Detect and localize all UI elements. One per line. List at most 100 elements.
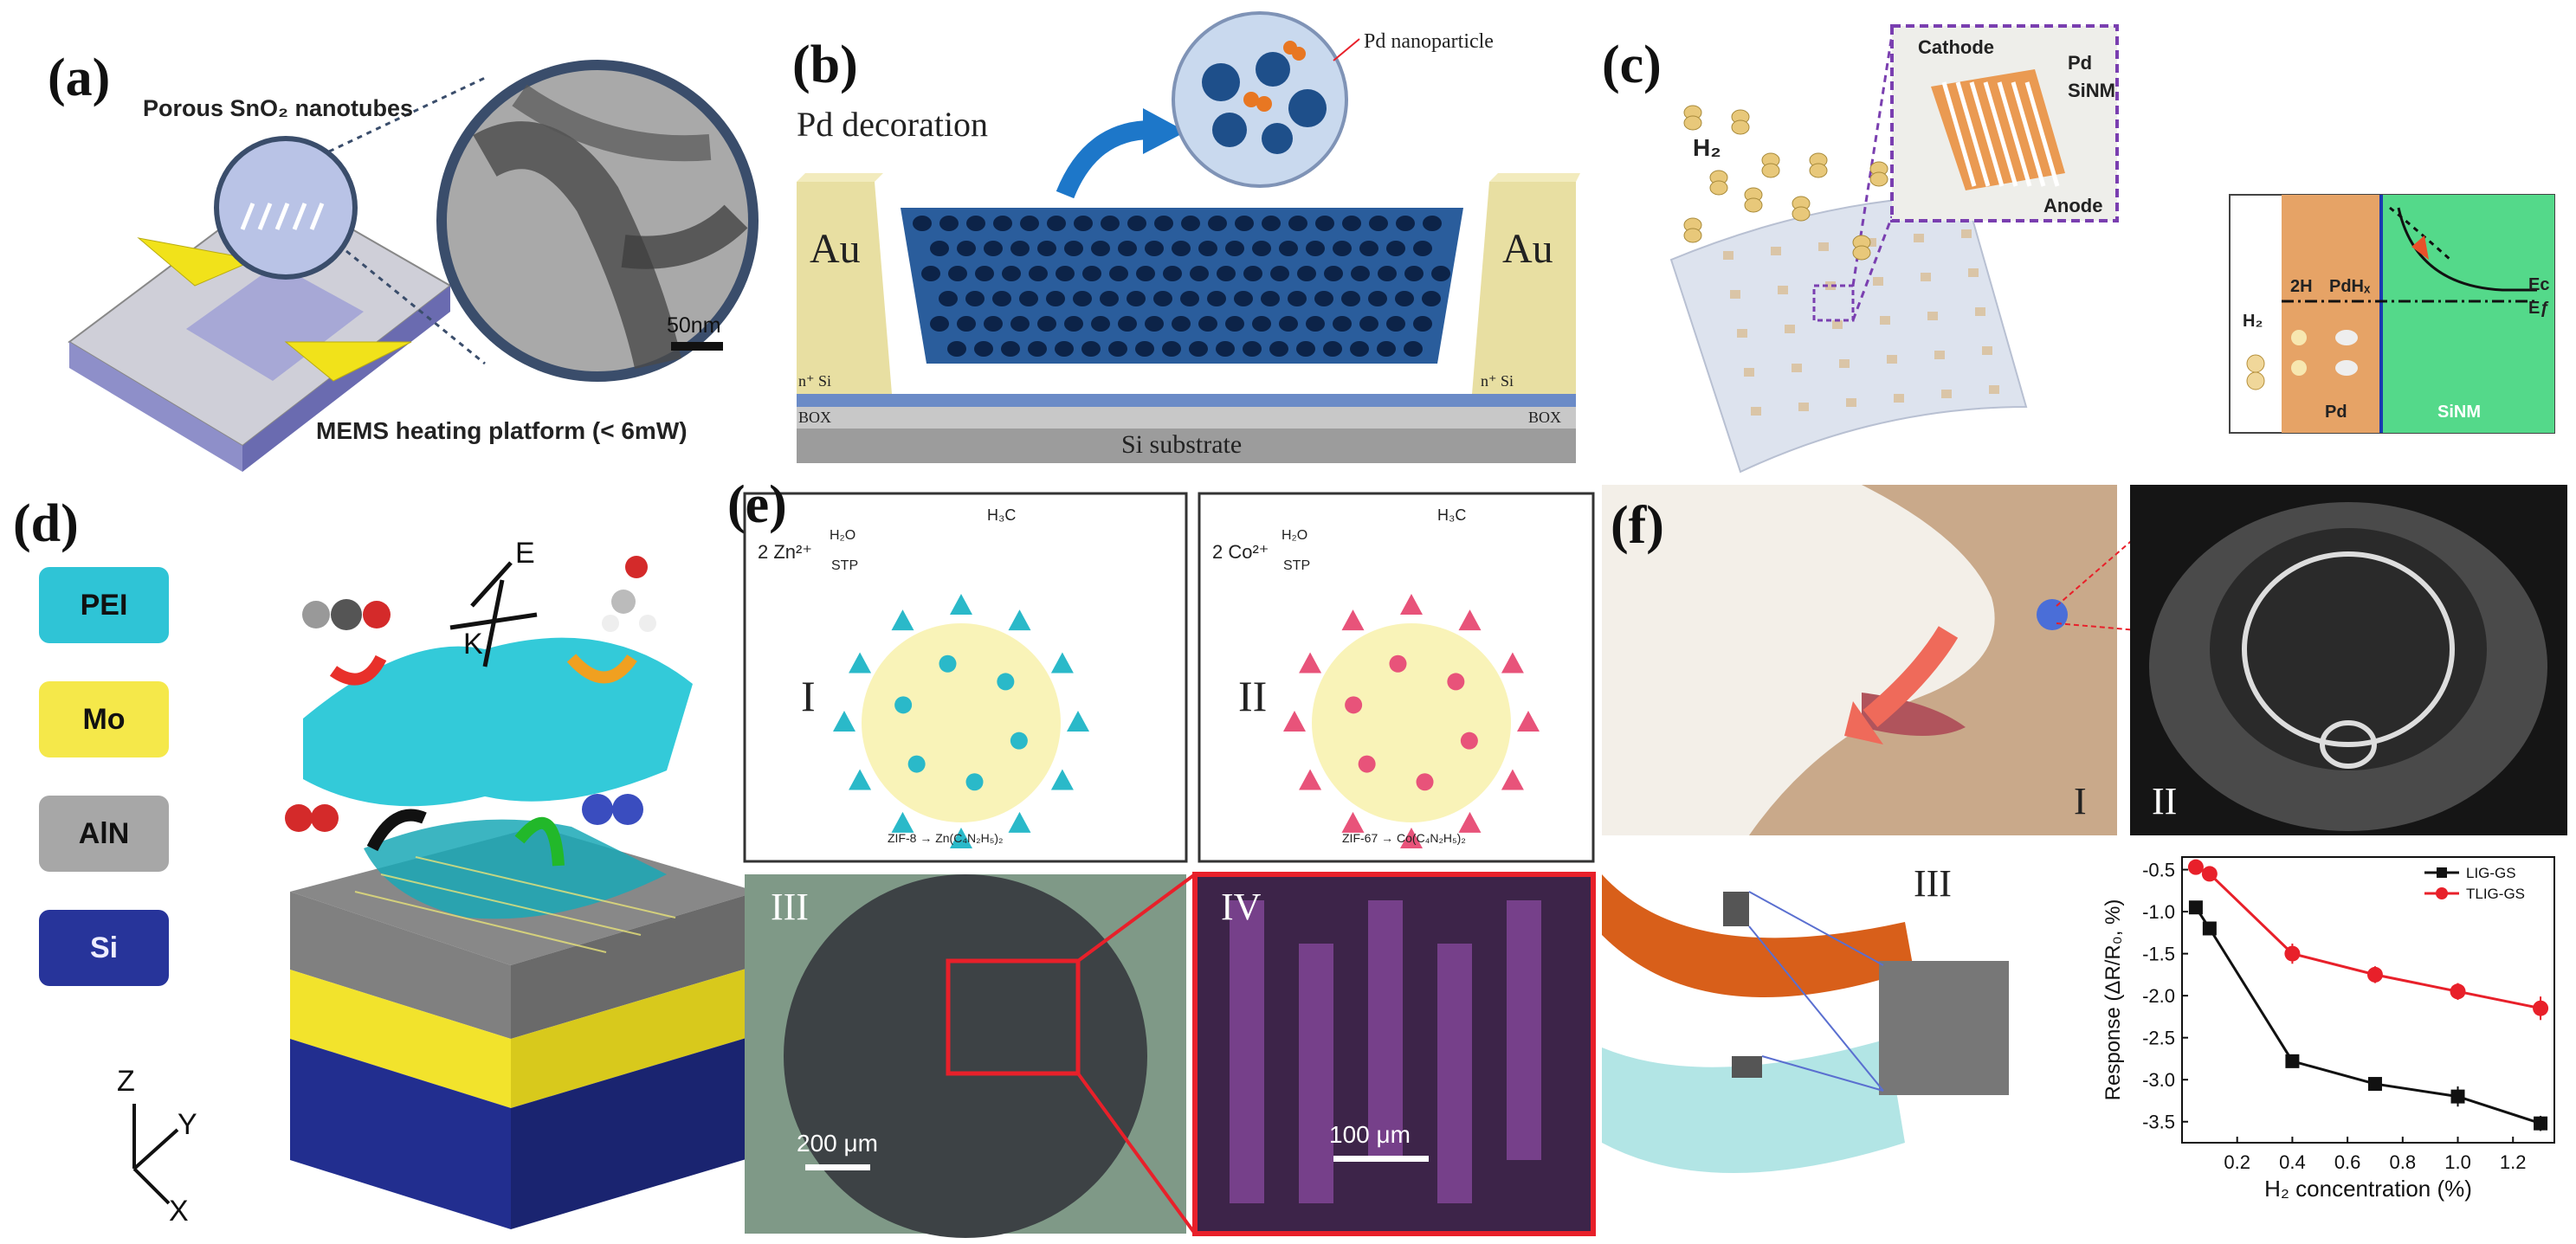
interdigitated-finger — [1941, 81, 1977, 187]
sensor-pixel — [1989, 385, 1999, 394]
panel-c-band-pdhx: PdHₓ — [2329, 277, 2371, 296]
h2-molecule — [1809, 163, 1828, 178]
network-hole — [957, 241, 976, 256]
network-hole — [1350, 341, 1369, 357]
network-hole — [930, 316, 949, 332]
data-point — [2284, 945, 2301, 962]
panel-b-title: Pd decoration — [797, 105, 989, 144]
panel-d-axis-z: Z — [117, 1065, 135, 1098]
x-tick-label: 1.0 — [2444, 1151, 2471, 1173]
sensor-pixel — [1880, 316, 1890, 325]
network-hole — [1198, 241, 1217, 256]
sensor-pixel — [1825, 281, 1836, 290]
network-hole — [1252, 241, 1271, 256]
h2-molecule — [1744, 197, 1763, 213]
panel-e-img3-scale: 200 μm — [797, 1130, 878, 1157]
network-hole — [1306, 316, 1325, 332]
network-hole — [992, 291, 1011, 306]
sensor-pixel — [1975, 307, 1985, 316]
network-hole — [1109, 266, 1128, 281]
panel-e-box1-condition: STP — [831, 558, 859, 573]
crystal-node — [891, 811, 914, 833]
panel-c-h2: H₂ — [1693, 134, 1721, 161]
network-hole — [1136, 266, 1155, 281]
panel-c-ef: Eƒ — [2528, 299, 2550, 318]
network-hole — [1010, 316, 1030, 332]
panel-c-illustration — [1669, 24, 2555, 474]
y-tick-label: -3.5 — [2142, 1112, 2175, 1133]
panel-f-roman1: I — [2074, 780, 2087, 822]
interdigitated-finger — [2011, 81, 2046, 187]
panel-d-axis-x: X — [169, 1195, 189, 1228]
x-tick-label: 0.2 — [2224, 1151, 2250, 1173]
panel-c-sinm: SiNM — [2068, 80, 2115, 101]
crystal-node — [965, 773, 984, 791]
panel-b-illustration — [797, 11, 1580, 463]
network-hole — [921, 266, 940, 281]
network-hole — [1046, 291, 1065, 306]
network-hole — [1064, 241, 1083, 256]
network-hole — [1404, 266, 1424, 281]
network-hole — [1243, 266, 1262, 281]
h2-molecule — [1683, 228, 1702, 243]
crystal-node — [1416, 773, 1434, 791]
sensor-pixel — [1914, 234, 1924, 242]
panel-e-box2-methyl: H₃C — [1437, 506, 1467, 524]
panel-e-img3-roman: III — [771, 886, 809, 928]
sensor-pixel — [1744, 368, 1754, 377]
crystal-node — [1501, 652, 1524, 674]
legend-swatch-pei: PEI — [39, 567, 169, 643]
crystal-node — [1358, 755, 1376, 773]
network-hole — [966, 216, 985, 231]
x-tick-label: 1.2 — [2500, 1151, 2527, 1173]
crystal-node — [1010, 732, 1028, 750]
network-hole — [1279, 316, 1298, 332]
data-point — [2450, 983, 2466, 1000]
panel-c-band-sinm: SiNM — [2437, 403, 2481, 422]
network-hole — [1333, 316, 1352, 332]
panel-d-label: (d) — [13, 494, 79, 553]
panel-a-scale: 50nm — [667, 313, 721, 338]
network-hole — [1055, 341, 1074, 357]
crystal-node — [950, 828, 972, 848]
crystal-node — [1460, 732, 1478, 750]
y-tick-label: -1.5 — [2142, 944, 2175, 965]
network-hole — [1368, 291, 1387, 306]
panel-b-box-left: BOX — [798, 409, 832, 426]
network-hole — [1064, 316, 1083, 332]
crystal-node — [1067, 711, 1089, 732]
crystal-node — [1400, 828, 1423, 848]
panel-e-box2-reagent: H₂O — [1282, 528, 1308, 543]
network-hole — [939, 291, 958, 306]
panel-e: (e) 2 Zn²⁺ H₂O STP H₃C I ZIF-8 → Zn(C₄N₂… — [727, 485, 1602, 1244]
network-hole — [1037, 316, 1056, 332]
network-hole — [1091, 241, 1110, 256]
sensor-pixel — [1839, 359, 1850, 368]
network-hole — [948, 266, 967, 281]
panel-c-pd: Pd — [2068, 52, 2093, 74]
network-hole — [1056, 266, 1075, 281]
data-point — [2367, 1077, 2382, 1092]
data-point — [2533, 1000, 2549, 1016]
panel-a-label: (a) — [48, 48, 111, 107]
network-hole — [1207, 291, 1226, 306]
crystal-node — [1299, 652, 1322, 674]
network-hole — [1314, 291, 1333, 306]
panel-e-box2-caption: ZIF-67 → Co(C₄N₂H₅)₂ — [1342, 831, 1466, 845]
data-point — [2202, 921, 2217, 936]
data-point — [2534, 1116, 2548, 1131]
network-hole — [1431, 266, 1450, 281]
data-point — [2188, 900, 2203, 915]
network-hole — [984, 241, 1003, 256]
network-hole — [1235, 216, 1254, 231]
network-hole — [1001, 341, 1020, 357]
sensor-pixel — [1866, 238, 1876, 247]
panel-d-axis-y: Y — [178, 1108, 197, 1141]
crystal-node — [1501, 769, 1524, 790]
legend-label: Mo — [82, 702, 126, 736]
data-point — [2187, 859, 2204, 875]
network-hole — [1386, 241, 1405, 256]
crystal-node — [1517, 711, 1540, 732]
network-hole — [1135, 341, 1154, 357]
network-hole — [1341, 291, 1360, 306]
